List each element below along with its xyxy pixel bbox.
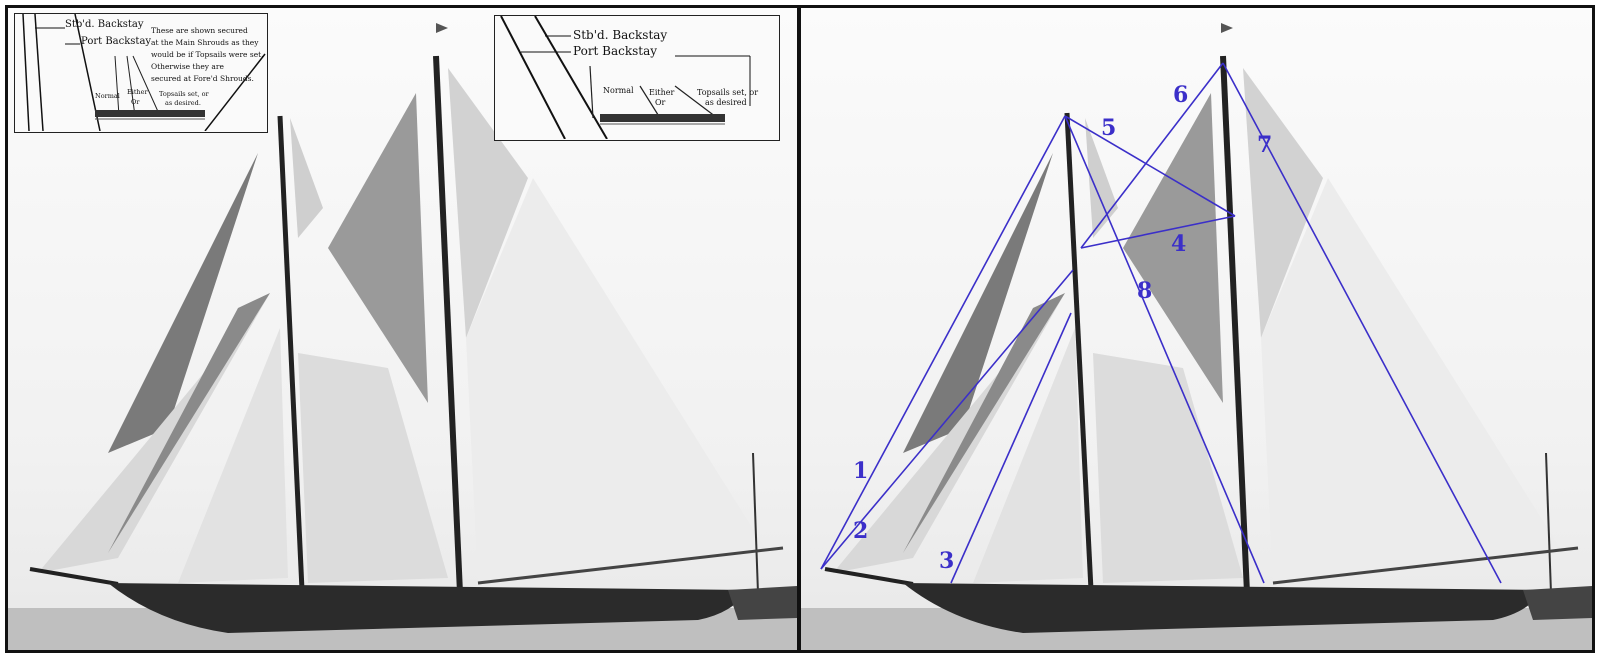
schooner-illustration-left — [8, 23, 797, 650]
fisherman-staysail — [1123, 93, 1223, 403]
either-label: Either — [127, 88, 148, 96]
rigging-inset-large: Stb'd. Backstay Port Backstay Normal Eit… — [494, 15, 780, 141]
fisherman-staysail — [328, 93, 428, 403]
stay-line-5 — [1064, 115, 1236, 217]
inset-small-drawing — [22, 14, 266, 131]
stay-line-7 — [1222, 62, 1502, 584]
forestaysail — [973, 328, 1083, 583]
label-6: 6 — [1173, 82, 1188, 108]
note-line-4: Otherwise they are — [151, 62, 224, 71]
rigging-inset-small: Stb'd. Backstay Port Backstay These are … — [14, 13, 268, 133]
topsails-label-2: as desired. — [165, 99, 201, 107]
stay-line-2 — [820, 269, 1074, 570]
foremast — [277, 115, 305, 591]
fore-topsail — [1085, 118, 1118, 238]
jib-shadow — [108, 293, 270, 553]
main-topsail — [448, 68, 528, 338]
main-topsail — [1243, 68, 1323, 338]
or-label: Or — [131, 98, 140, 106]
either-label-large: Either — [649, 88, 675, 97]
topsails-label-large-2: as desired — [705, 98, 747, 107]
label-1: 1 — [853, 458, 868, 484]
port-backstay-label-large: Port Backstay — [573, 44, 658, 58]
stbd-backstay-label: Stb'd. Backstay — [65, 19, 144, 30]
fore-topsail — [290, 118, 323, 238]
topsails-label-large-1: Topsails set, or — [697, 88, 759, 97]
note-line-2: at the Main Shrouds as they — [151, 38, 259, 47]
label-2: 2 — [853, 518, 868, 544]
foremast — [1064, 112, 1094, 591]
main-boom — [1272, 546, 1579, 585]
main-boom — [477, 546, 784, 585]
hull — [108, 583, 748, 633]
or-label-large: Or — [655, 98, 666, 107]
fore-topmast-staysail — [108, 153, 258, 453]
normal-label-large: Normal — [603, 86, 634, 95]
label-5: 5 — [1101, 115, 1116, 141]
label-8: 8 — [1137, 278, 1152, 304]
mainmast — [1220, 55, 1250, 594]
topsails-label-1: Topsails set, or — [159, 90, 209, 98]
note-line-5: secured at Fore'd Shrouds. — [151, 74, 254, 83]
stay-line-1 — [820, 115, 1066, 570]
second-vessel-hull — [1523, 586, 1592, 620]
stay-line-3 — [950, 312, 1072, 584]
masthead-flag — [1221, 23, 1233, 33]
stay-line-6 — [1080, 62, 1224, 249]
port-backstay-label: Port Backstay — [81, 36, 152, 47]
stay-line-8 — [1064, 115, 1265, 584]
note-line-1: These are shown secured — [151, 26, 248, 35]
rigging-overlay — [820, 62, 1502, 584]
jib-shadow — [903, 293, 1065, 553]
label-3: 3 — [939, 548, 954, 574]
forestaysail — [178, 328, 288, 583]
label-4: 4 — [1171, 231, 1186, 257]
inset-large-drawing — [500, 16, 751, 139]
bowsprit — [29, 567, 119, 586]
mainmast — [433, 55, 463, 594]
bowsprit — [824, 567, 914, 586]
stbd-backstay-label-large: Stb'd. Backstay — [573, 28, 668, 42]
normal-label: Normal — [95, 92, 120, 100]
mainsail — [466, 178, 768, 583]
left-panel-schooner-photo: Stb'd. Backstay Port Backstay These are … — [5, 5, 800, 653]
hull — [903, 583, 1543, 633]
masthead-flag — [436, 23, 448, 33]
distant-mast — [752, 452, 759, 594]
distant-mast — [1545, 452, 1552, 594]
foresail — [298, 353, 448, 583]
fore-topmast-staysail — [903, 153, 1053, 453]
second-vessel-hull — [728, 586, 797, 620]
mainsail — [1261, 178, 1563, 583]
label-7: 7 — [1257, 132, 1272, 158]
note-line-3: would be if Topsails were set. — [151, 50, 264, 59]
stay-line-4 — [1080, 215, 1236, 249]
right-panel-annotated-schooner: 1 2 3 4 5 6 7 8 — [798, 5, 1595, 653]
schooner-illustration-right: 1 2 3 4 5 6 7 8 — [801, 23, 1592, 650]
foresail — [1093, 353, 1243, 583]
